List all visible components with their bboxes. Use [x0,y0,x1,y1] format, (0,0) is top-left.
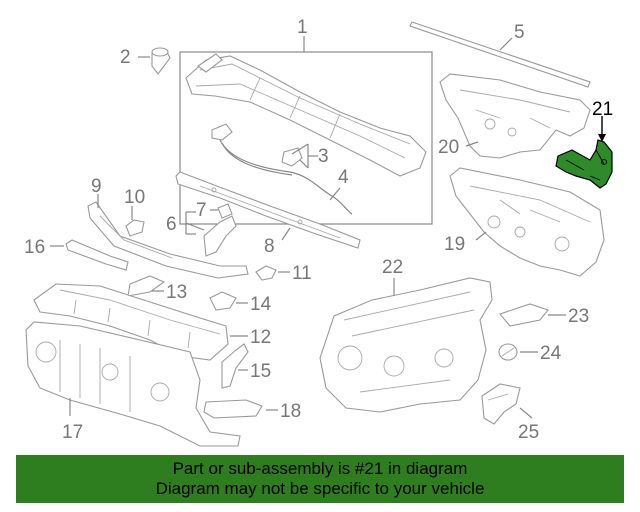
part-18-bracket[interactable] [203,399,263,419]
callout-12: 12 [250,327,271,348]
callout-6: 6 [166,214,177,235]
part-4-washer-hose[interactable] [219,139,353,215]
callout-17: 17 [62,422,83,443]
part-21-highlighted-panel[interactable] [555,139,613,189]
part-15-reinforcement[interactable] [221,343,249,389]
part-14-bracket[interactable] [209,291,237,311]
callout-11: 11 [292,263,312,284]
callout-5: 5 [514,22,525,43]
part-22-panel-carrier[interactable] [319,277,493,413]
part-9-cowl-strip[interactable] [87,201,249,279]
exploded-parts-diagram: 1 2 3 4 5 6 7 8 9 10 11 12 13 14 15 16 1… [24,17,613,447]
part-10-clip-bracket[interactable] [125,219,145,237]
callout-numbers: 1 2 3 4 5 6 7 8 9 10 11 12 13 14 15 16 1… [24,17,613,443]
part-13-bracket[interactable] [127,275,166,297]
part-20-insulator[interactable] [439,73,591,159]
callout-7: 7 [196,200,207,221]
callout-8: 8 [264,236,275,257]
callout-14: 14 [250,294,272,315]
part-info-banner: Part or sub-assembly is #21 in diagram D… [16,455,624,503]
callout-3: 3 [318,146,329,167]
part-2-clip[interactable] [151,47,171,75]
callout-19: 19 [444,234,465,255]
part-5-weatherstrip[interactable] [409,21,591,88]
banner-line-part-number: Part or sub-assembly is #21 in diagram [172,459,468,478]
callout-1: 1 [297,17,308,38]
part-25-bracket[interactable] [481,383,521,425]
part-12-cowl-top[interactable] [33,283,229,361]
banner-line-disclaimer: Diagram may not be specific to your vehi… [155,479,485,498]
part-11-bracket[interactable] [255,265,277,281]
callout-13: 13 [166,282,187,303]
part-6-bracket[interactable] [203,215,237,257]
callout-18: 18 [280,401,301,422]
callout-21-highlighted: 21 [592,99,613,120]
part-16-strip[interactable] [65,239,129,271]
part-23-bracket[interactable] [499,303,549,327]
part-19-dash-insulator[interactable] [449,167,605,277]
part-24-grommet[interactable] [498,343,518,361]
callout-23: 23 [568,306,589,327]
part-8-cross-bar[interactable] [175,171,361,249]
callout-22: 22 [382,257,403,278]
callout-10: 10 [124,187,145,208]
part-3-washer-nozzles[interactable] [211,123,303,167]
callout-16: 16 [24,237,45,258]
callout-25: 25 [518,422,539,443]
part-7-small-bracket[interactable] [217,203,233,219]
callout-9: 9 [91,176,102,197]
callout-20: 20 [438,137,459,158]
leader-lines [50,36,606,419]
callout-24: 24 [540,343,562,364]
callout-4: 4 [338,167,349,188]
callout-15: 15 [250,361,271,382]
callout-2: 2 [120,47,131,68]
part-17-dash-panel[interactable] [25,321,241,447]
